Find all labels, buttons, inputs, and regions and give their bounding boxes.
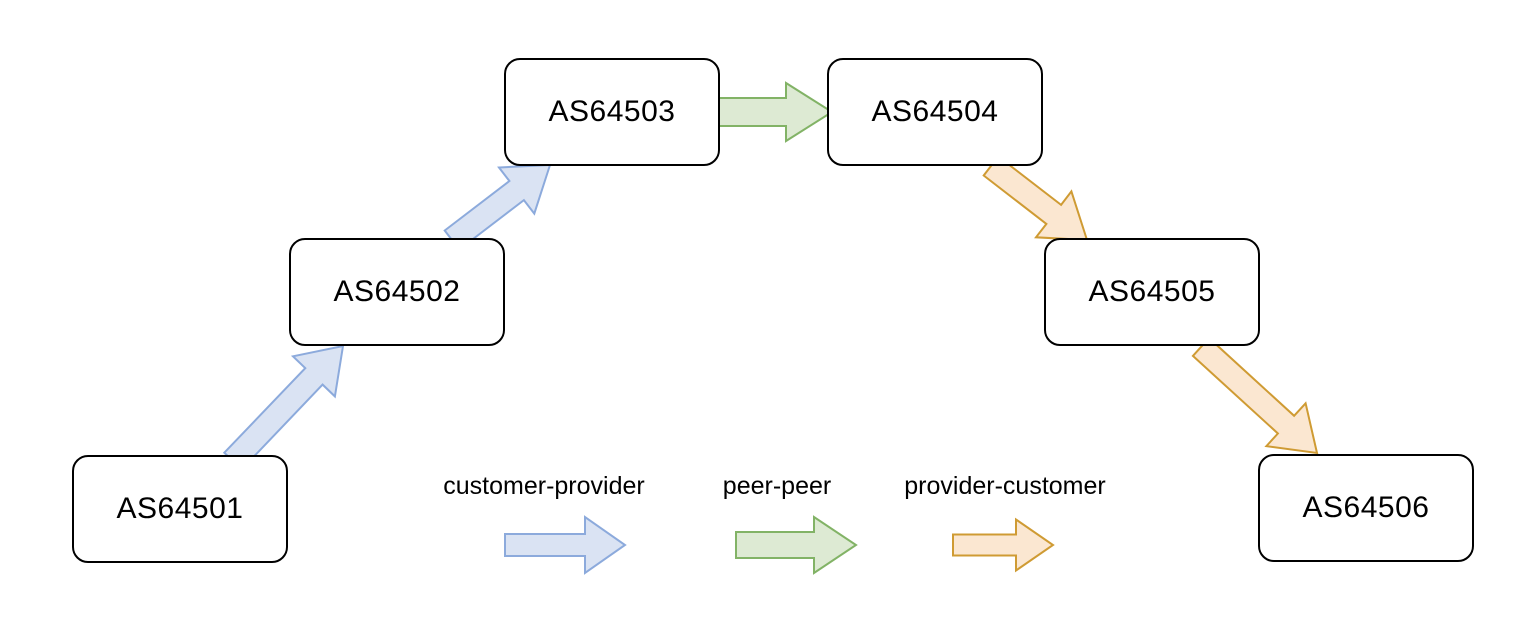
- legend-arrow-provider-customer-icon: [952, 517, 1055, 573]
- node-label: AS64501: [116, 492, 244, 525]
- node-as64502: AS64502: [289, 238, 505, 346]
- legend-arrow-customer-provider: [504, 515, 627, 575]
- edge-as64505-as64506: [1191, 336, 1319, 455]
- node-label: AS64505: [1088, 275, 1216, 308]
- node-as64503: AS64503: [504, 58, 720, 166]
- node-label: AS64504: [871, 95, 999, 128]
- legend-arrow-peer-peer-icon: [735, 515, 858, 575]
- edge-as64504-as64505: [982, 155, 1089, 242]
- edge-as64501-as64502: [222, 344, 345, 471]
- legend-label-provider-customer: provider-customer: [904, 472, 1106, 500]
- edge-as64503-as64504: [718, 81, 834, 143]
- node-as64501: AS64501: [72, 455, 288, 563]
- legend-arrow-customer-provider-icon: [504, 515, 627, 575]
- node-label: AS64503: [548, 95, 676, 128]
- node-as64505: AS64505: [1044, 238, 1260, 346]
- legend-arrow-provider-customer: [952, 517, 1055, 573]
- node-as64506: AS64506: [1258, 454, 1474, 562]
- node-label: AS64502: [333, 275, 461, 308]
- legend-label-peer-peer: peer-peer: [722, 472, 832, 500]
- edge-as64502-as64503: [443, 163, 552, 251]
- node-label: AS64506: [1302, 491, 1430, 524]
- legend-arrow-peer-peer: [735, 515, 858, 575]
- node-as64504: AS64504: [827, 58, 1043, 166]
- legend-label-customer-provider: customer-provider: [443, 472, 645, 500]
